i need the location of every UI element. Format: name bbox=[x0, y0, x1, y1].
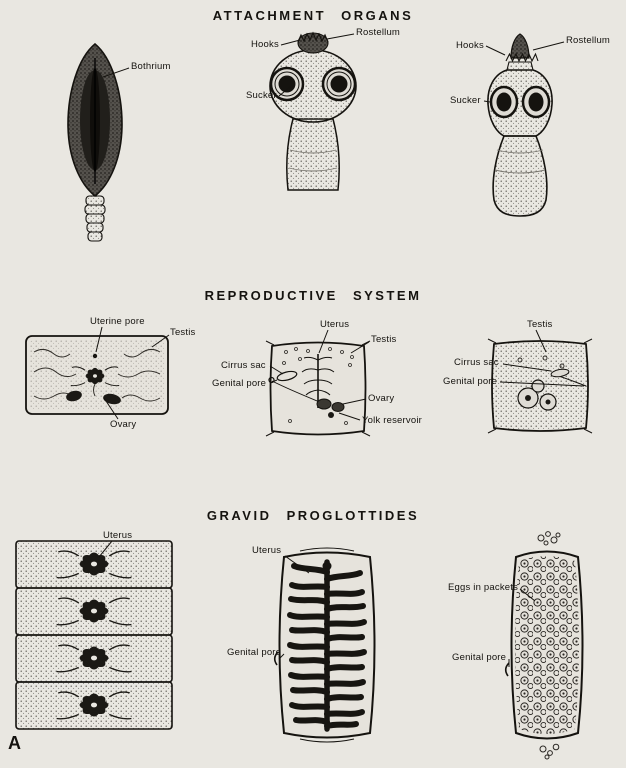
reproductive-system-title: REPRODUCTIVE SYSTEM bbox=[204, 288, 422, 303]
egg-packets-figure bbox=[504, 531, 584, 760]
ovary-label-broad: Ovary bbox=[110, 419, 137, 430]
armed-scolex-front-figure bbox=[269, 31, 357, 191]
cirrus-sac-label-square: Cirrus sac bbox=[454, 357, 499, 368]
bothriate-scolex-figure bbox=[67, 42, 123, 242]
genital-pore-label-taenia: Genital pore bbox=[212, 378, 267, 389]
square-proglottid-figure bbox=[487, 338, 593, 434]
hooks-label-front: Hooks bbox=[251, 39, 279, 50]
uterus-label-rosette: Uterus bbox=[103, 530, 133, 541]
sucker-label-front: Sucker bbox=[246, 90, 277, 101]
testis-label-square: Testis bbox=[527, 319, 553, 330]
broad-proglottid-figure bbox=[25, 335, 169, 415]
gravid-proglottides-title: GRAVID PROGLOTTIDES bbox=[206, 508, 420, 523]
cirrus-sac-label-taenia: Cirrus sac bbox=[221, 360, 266, 371]
branched-uterus-figure bbox=[273, 547, 376, 743]
uterus-label-taenia: Uterus bbox=[320, 319, 350, 330]
label-leader-lines bbox=[95, 33, 585, 667]
ovary-label-taenia: Ovary bbox=[368, 393, 395, 404]
rostellum-label-side: Rostellum bbox=[566, 35, 611, 46]
plate-marker-a: A bbox=[8, 733, 21, 753]
attachment-organs-title: ATTACHMENT ORGANS bbox=[212, 8, 414, 23]
bothrium-label: Bothrium bbox=[131, 61, 171, 72]
rosette-chain-figure bbox=[15, 540, 173, 730]
taenia-proglottid-figure bbox=[265, 340, 371, 437]
uterine-pore-label: Uterine pore bbox=[90, 316, 145, 327]
sucker-label-side: Sucker bbox=[450, 95, 481, 106]
yolk-reservoir-label: Yolk reservoir bbox=[362, 415, 422, 426]
rostellum-label-front: Rostellum bbox=[356, 27, 401, 38]
genital-pore-label-square: Genital pore bbox=[443, 376, 498, 387]
genital-pore-label-eggs: Genital pore bbox=[452, 652, 507, 663]
eggs-in-packets-label: Eggs in packets bbox=[448, 582, 519, 593]
uterus-label-branched: Uterus bbox=[252, 545, 282, 556]
armed-scolex-side-figure bbox=[487, 33, 553, 217]
hooks-label-side: Hooks bbox=[456, 40, 484, 51]
testis-label-broad: Testis bbox=[170, 327, 196, 338]
testis-label-taenia: Testis bbox=[371, 334, 397, 345]
genital-pore-label-branched: Genital pore bbox=[227, 647, 282, 658]
